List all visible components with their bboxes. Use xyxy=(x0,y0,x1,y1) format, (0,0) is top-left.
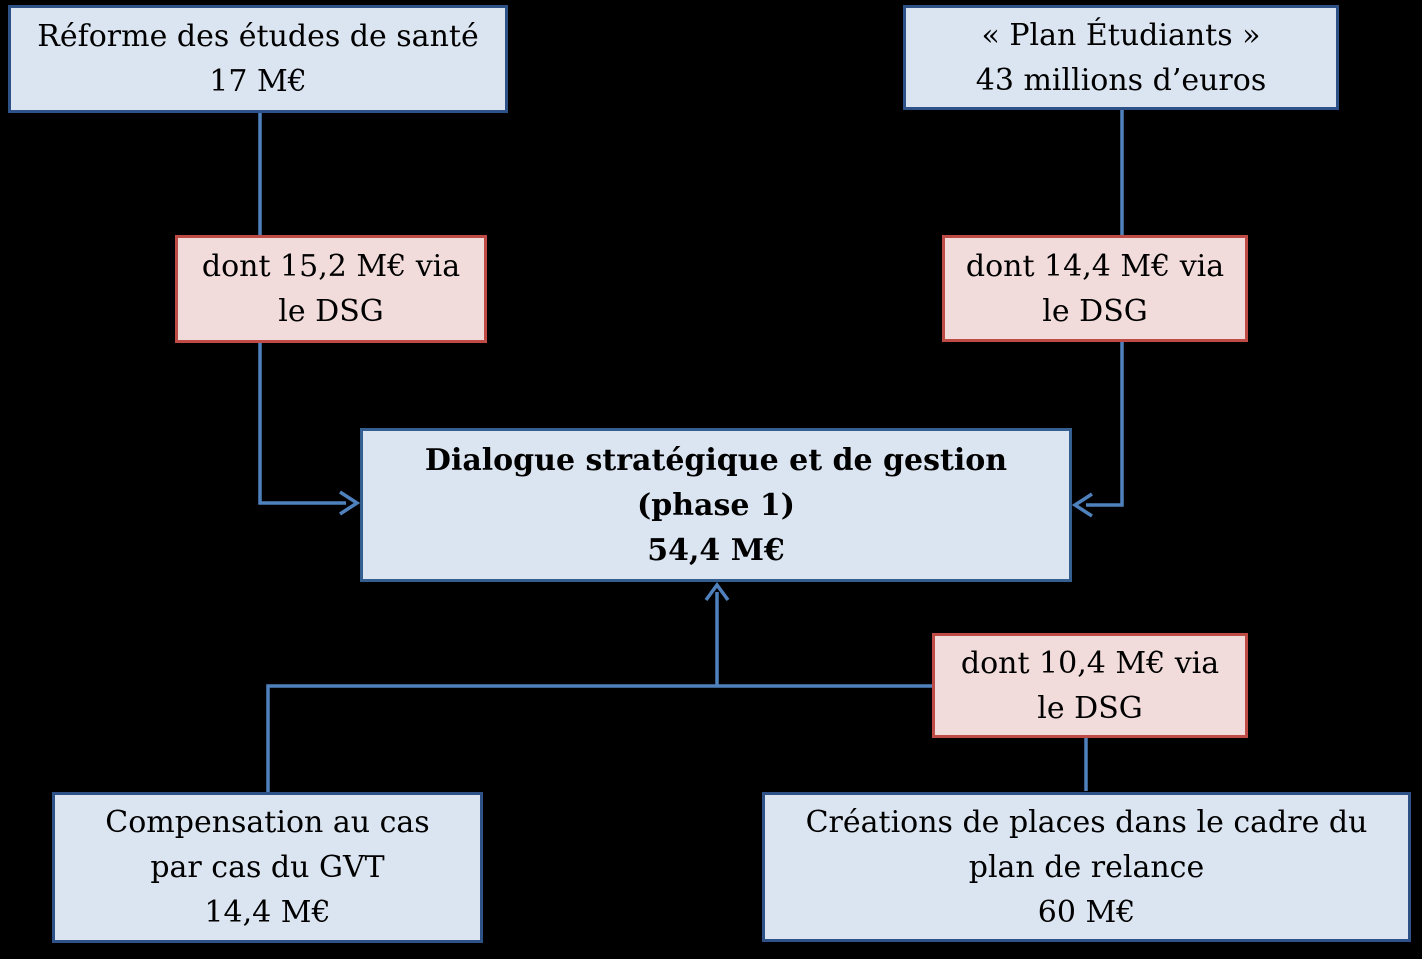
node-reforme-etudes-sante: Réforme des études de santé 17 M€ xyxy=(8,5,508,113)
connector-bus-to-gvt xyxy=(266,684,932,792)
node-line: plan de relance xyxy=(968,849,1205,885)
node-creations-places-relance: Créations de places dans le cadre du pla… xyxy=(762,792,1411,942)
node-dont-14-4-via-dsg: dont 14,4 M€ via le DSG xyxy=(942,235,1248,342)
node-line: 54,4 M€ xyxy=(647,532,785,568)
node-line: dont 14,4 M€ via xyxy=(965,248,1225,284)
node-line: 17 M€ xyxy=(209,64,307,99)
node-line: (phase 1) xyxy=(637,487,795,523)
node-line: le DSG xyxy=(1037,690,1143,726)
node-line: le DSG xyxy=(278,294,384,329)
node-line: « Plan Étudiants » xyxy=(981,17,1261,53)
node-line: dont 15,2 M€ via xyxy=(201,249,461,284)
node-line: 60 M€ xyxy=(1037,894,1136,930)
node-line: Créations de places dans le cadre du xyxy=(805,804,1368,840)
node-line: Dialogue stratégique et de gestion xyxy=(424,442,1008,478)
node-line: le DSG xyxy=(1042,293,1148,329)
node-dont-10-4-via-dsg: dont 10,4 M€ via le DSG xyxy=(932,633,1248,738)
arrowhead-left-icon xyxy=(1071,492,1093,518)
node-line: dont 10,4 M€ via xyxy=(960,645,1220,681)
node-line: 43 millions d’euros xyxy=(975,62,1267,98)
node-plan-etudiants: « Plan Étudiants » 43 millions d’euros xyxy=(903,5,1339,110)
node-line: Compensation au cas xyxy=(105,805,430,840)
arrowhead-up-icon xyxy=(704,582,730,602)
node-line: Réforme des études de santé xyxy=(37,19,479,54)
node-dialogue-strategique: Dialogue stratégique et de gestion (phas… xyxy=(360,428,1072,582)
node-compensation-gvt: Compensation au cas par cas du GVT 14,4 … xyxy=(52,792,483,943)
node-dont-15-2-via-dsg: dont 15,2 M€ via le DSG xyxy=(175,235,487,343)
node-line: 14,4 M€ xyxy=(204,895,331,930)
arrowhead-right-icon xyxy=(339,490,361,516)
node-line: par cas du GVT xyxy=(150,850,385,885)
